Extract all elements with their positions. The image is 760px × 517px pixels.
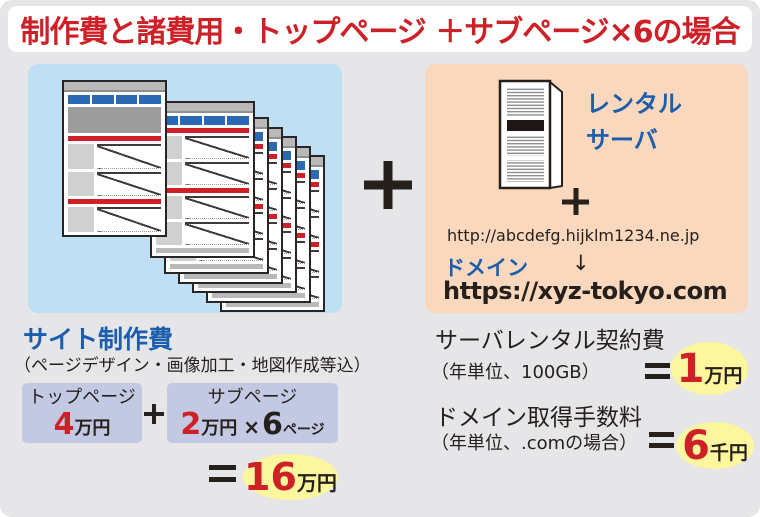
equals-icon-total xyxy=(209,465,236,482)
sub-page-price-unit: 万円 xyxy=(201,418,238,439)
server-fee-number: 1 xyxy=(676,345,705,392)
page-footer-bar xyxy=(156,248,249,253)
equals-icon-server-fee xyxy=(645,363,670,379)
multiply-sign: × xyxy=(243,415,261,439)
page-thumbnail-placeholder xyxy=(68,144,95,169)
total-price-number: 16 xyxy=(244,455,297,499)
title-bar: 制作費と諸費用・トップページ ＋サブページ×6の場合 xyxy=(8,6,752,52)
page-image-placeholder xyxy=(97,144,161,169)
page-content-row xyxy=(156,222,249,245)
domain-fee-title: ドメイン取得手数料 xyxy=(435,405,642,431)
top-page-price-unit: 万円 xyxy=(74,418,111,439)
equals-icon-domain-fee xyxy=(649,432,674,448)
plus-icon-small xyxy=(562,188,589,215)
page-content-row xyxy=(156,136,249,159)
page-image-placeholder xyxy=(97,207,161,233)
page-banner-placeholder xyxy=(68,107,161,133)
page-navbar xyxy=(156,116,249,125)
page-content-row xyxy=(68,207,161,233)
domain-label: ドメイン xyxy=(444,256,528,280)
down-arrow-icon: ↓ xyxy=(572,251,590,275)
sub-page-label: サブページ xyxy=(207,387,298,408)
page-footer-bar xyxy=(170,264,263,269)
rental-server-label: レンタル サーバ xyxy=(586,86,682,158)
server-rental-fee-note: （年単位、100GB） xyxy=(431,362,600,383)
rental-server-label-line1: レンタル xyxy=(586,90,682,118)
site-cost-note: （ページデザイン・画像加工・地図作成等込） xyxy=(14,356,371,376)
rental-server-label-line2: サーバ xyxy=(586,126,658,154)
plus-icon-tiny xyxy=(144,404,164,424)
server-fee-unit: 万円 xyxy=(704,364,743,387)
site-cost-title: サイト制作費 xyxy=(23,325,174,354)
page-image-placeholder xyxy=(185,162,249,185)
sub-page-count-unit: ページ xyxy=(282,422,325,438)
domain-fee-unit: 千円 xyxy=(709,441,748,464)
sub-page-mockup xyxy=(150,101,255,258)
page-image-placeholder xyxy=(185,196,249,219)
page-image-placeholder xyxy=(97,171,161,197)
page-title: 制作費と諸費用・トップページ ＋サブページ×6の場合 xyxy=(20,15,740,50)
top-page-price-number: 4 xyxy=(53,407,75,442)
page-footer-bar xyxy=(226,302,319,307)
domain-url-text: https://xyz-tokyo.com xyxy=(443,277,728,305)
page-content-row xyxy=(68,171,161,197)
page-content-row xyxy=(156,162,249,185)
server-rental-fee-title: サーバレンタル契約費 xyxy=(435,328,665,354)
total-price-unit: 万円 xyxy=(296,471,337,495)
sub-page-price-number: 2 xyxy=(180,407,202,442)
server-icon xyxy=(498,79,563,190)
sub-page-count: 6 xyxy=(262,407,283,442)
page-red-rule xyxy=(68,199,161,205)
page-image-placeholder xyxy=(185,222,249,245)
domain-fee-note: （年単位、.comの場合） xyxy=(431,433,638,454)
page-red-rule xyxy=(156,188,249,193)
page-thumbnail-placeholder xyxy=(68,207,95,233)
page-content-row xyxy=(68,144,161,169)
page-footer-bar xyxy=(184,274,277,279)
page-red-rule xyxy=(156,128,249,133)
top-page-label: トップページ xyxy=(28,387,136,408)
plus-icon xyxy=(364,161,412,209)
page-footer-bar xyxy=(198,283,291,288)
temporary-url-text: http://abcdefg.hijklm1234.ne.jp xyxy=(447,226,700,245)
page-titlebar xyxy=(64,82,165,92)
page-footer-bar xyxy=(212,293,305,298)
page-titlebar xyxy=(152,103,253,113)
page-thumbnail-placeholder xyxy=(68,171,95,197)
top-page-mockup xyxy=(62,80,167,237)
domain-fee-number: 6 xyxy=(682,422,710,469)
page-red-rule xyxy=(68,136,161,141)
page-content-row xyxy=(156,196,249,219)
page-image-placeholder xyxy=(185,136,249,159)
page-navbar xyxy=(68,95,161,104)
